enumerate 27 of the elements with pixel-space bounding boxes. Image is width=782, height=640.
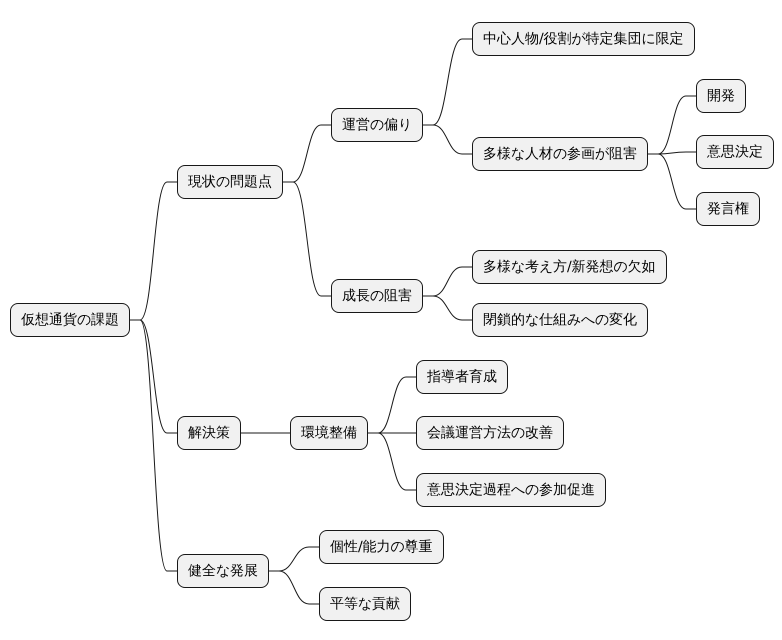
topic-box: 環境整備 [290, 416, 368, 450]
topic-box: 解決策 [177, 416, 241, 450]
topic-box: 中心人物/役割が特定集団に限定 [472, 22, 695, 56]
topic-box: 個性/能力の尊重 [319, 530, 444, 564]
topic-box: 多様な考え方/新発想の欠如 [472, 250, 667, 284]
topic-box: 平等な貢献 [319, 587, 411, 621]
topic-box: 指導者育成 [416, 360, 508, 394]
topic-box: 現状の問題点 [177, 165, 283, 199]
connector-line [422, 296, 472, 320]
topic-box: 健全な発展 [177, 554, 269, 588]
topic-box: 成長の阻害 [331, 279, 423, 313]
connector-line [422, 124, 472, 154]
connector-line [368, 432, 416, 490]
topic-box: 意思決定過程への参加促進 [416, 473, 606, 507]
topic-box: 運営の偏り [331, 108, 423, 142]
connector-line [282, 182, 332, 296]
topic-box: 閉鎖的な仕組みへの変化 [472, 303, 648, 337]
topic-box: 発言権 [696, 192, 760, 226]
connector-line [648, 154, 696, 210]
connector-line [268, 570, 320, 604]
topic-box: 意思決定 [696, 135, 774, 169]
topic-box: 開発 [696, 79, 746, 113]
topic-box: 会議運営方法の改善 [416, 416, 564, 450]
connector-line [240, 432, 290, 434]
topic-box: 多様な人材の参画が阻害 [472, 137, 648, 171]
topic-box: 仮想通貨の課題 [10, 303, 130, 337]
connector-line [130, 320, 178, 572]
